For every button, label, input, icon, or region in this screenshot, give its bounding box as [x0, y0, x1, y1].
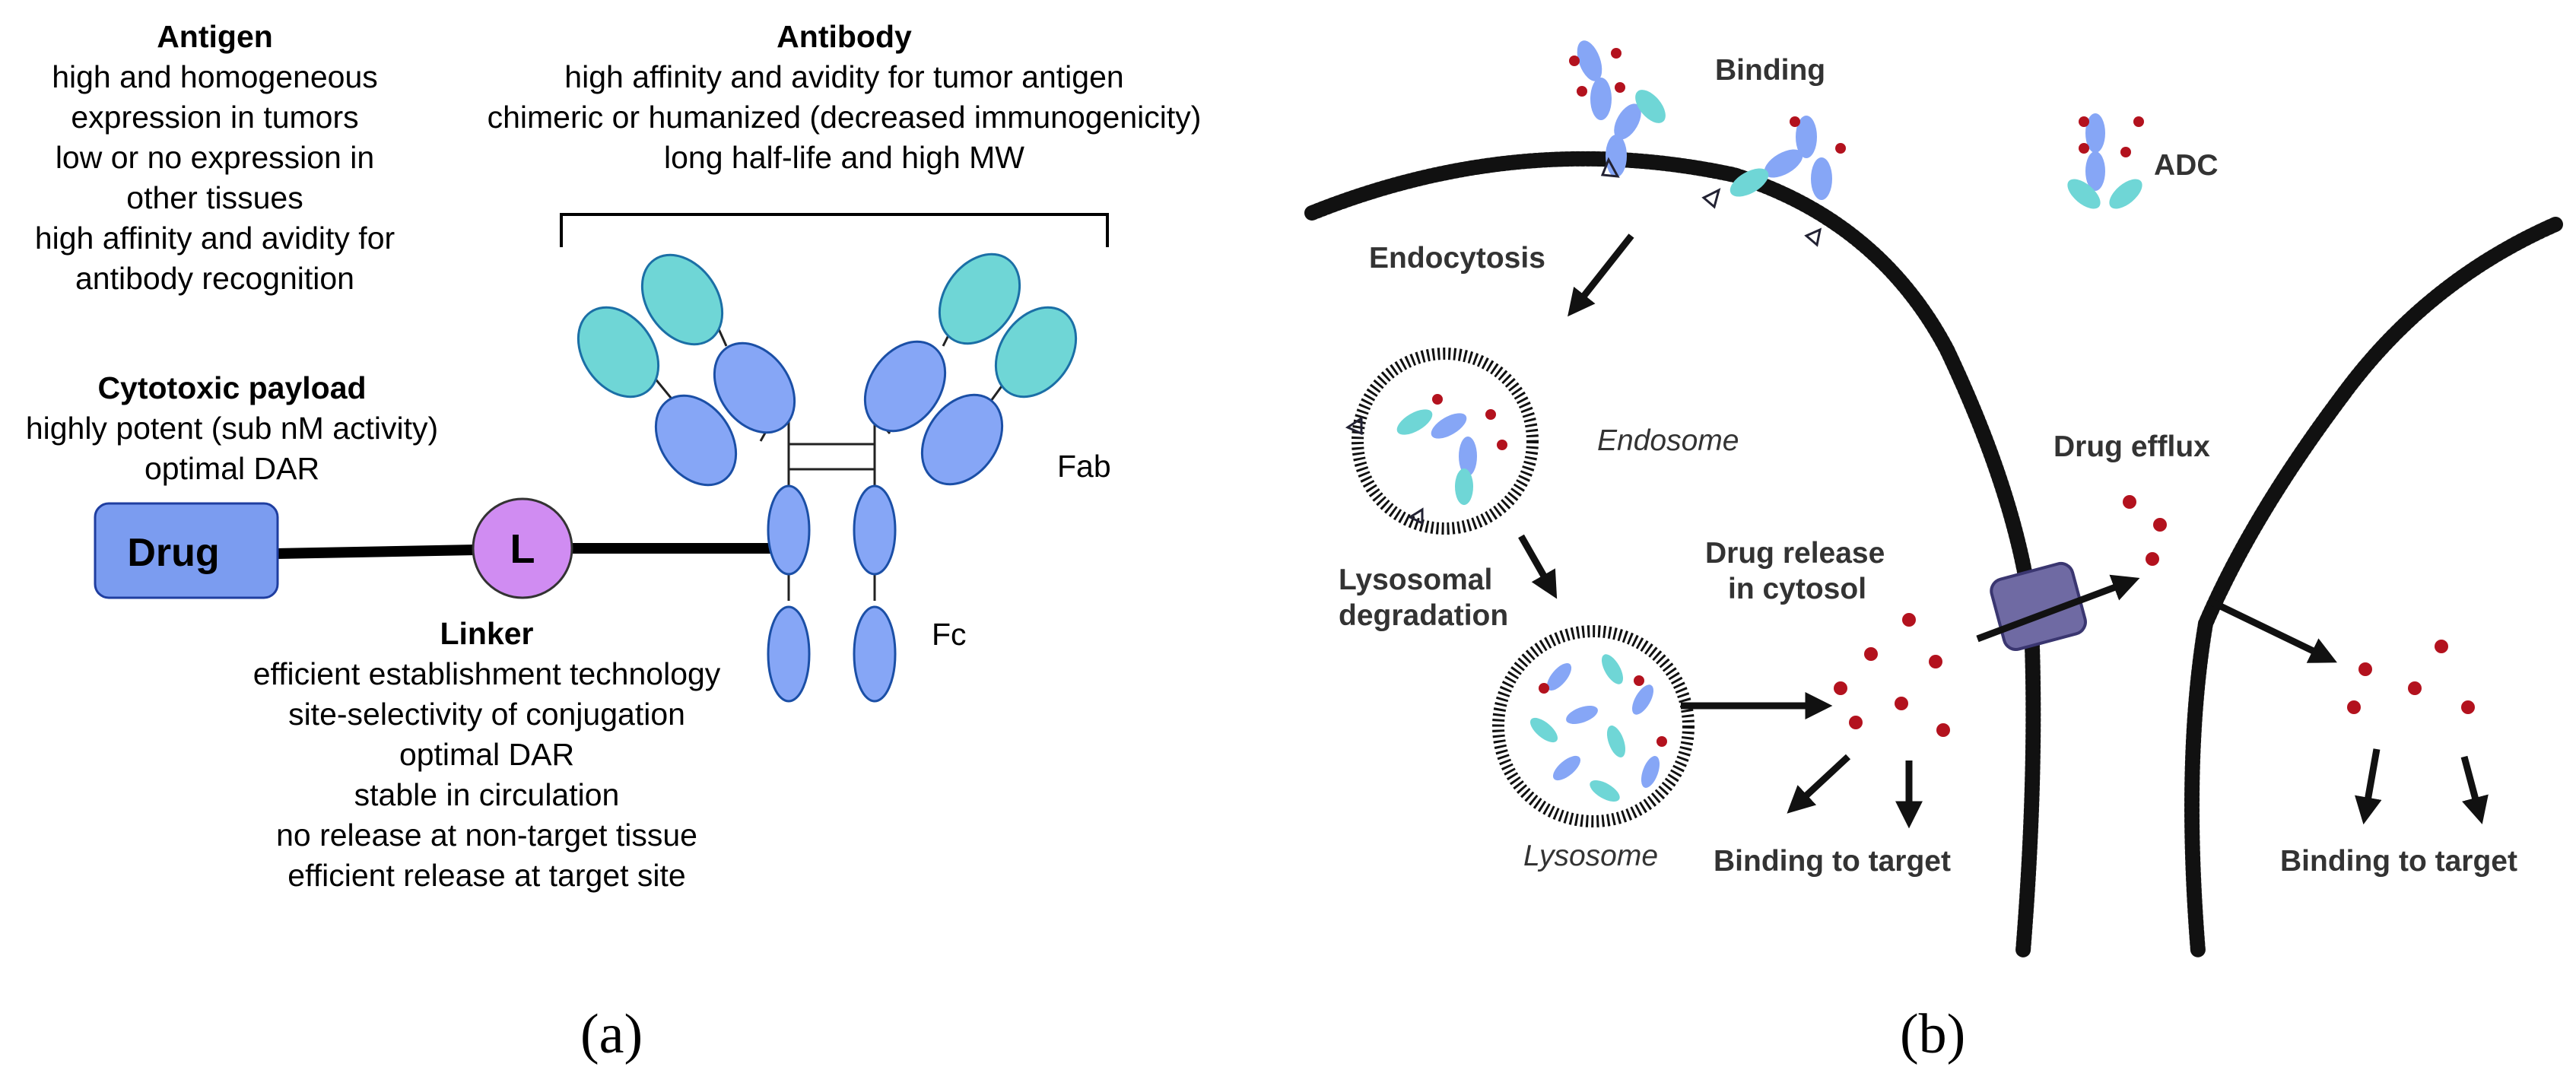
binding-target-right: Binding to target	[2280, 845, 2517, 878]
payload-line: highly potent (sub nM activity)	[25, 411, 439, 446]
adc-molecule-binding-1	[1569, 40, 1666, 178]
linker-title: Linker	[440, 616, 534, 651]
payload-title: Cytotoxic payload	[97, 370, 367, 405]
linker-block: Linker efficient establishment technolog…	[221, 614, 753, 896]
drug-release-label-2: in cytosol	[1728, 573, 1866, 605]
antigen-line: high and homogeneous	[52, 59, 378, 94]
lysosome	[1492, 625, 1695, 827]
antigen-line: high affinity and avidity for	[34, 221, 395, 256]
drug-efflux-label: Drug efflux	[2053, 430, 2210, 463]
antibody-structure	[577, 252, 1078, 703]
antigen-block: Antigen high and homogeneous expression …	[11, 17, 418, 299]
endosome	[1345, 348, 1539, 535]
antibody-line: chimeric or humanized (decreased immunog…	[487, 100, 1202, 135]
antigen-line: low or no expression in	[55, 140, 375, 175]
linker-line: no release at non-target tissue	[276, 818, 697, 853]
free-drug-dots	[1834, 495, 2475, 737]
lysosomal-label-1: Lysosomal	[1339, 564, 1492, 596]
linker-line: site-selectivity of conjugation	[288, 697, 685, 732]
adc-molecule-binding-2	[1701, 116, 1846, 247]
drug-release-label-1: Drug release	[1705, 537, 1885, 570]
linker-symbol: L	[510, 526, 535, 572]
drug-box	[94, 502, 279, 599]
antigen-line: antibody recognition	[75, 261, 354, 296]
endosome-label: Endosome	[1597, 424, 1739, 457]
fab-label: Fab	[1057, 449, 1111, 484]
caption-a: (a)	[580, 1003, 643, 1065]
binding-label: Binding	[1715, 54, 1825, 87]
payload-line: optimal DAR	[144, 451, 320, 486]
antibody-block: Antibody high affinity and avidity for t…	[426, 17, 1263, 178]
fc-label: Fc	[932, 617, 967, 652]
linker-line: efficient establishment technology	[253, 656, 721, 691]
drug-label: Drug	[127, 531, 219, 575]
linker-line: optimal DAR	[399, 737, 575, 772]
linker-line: efficient release at target site	[287, 858, 686, 893]
adc-label: ADC	[2154, 149, 2219, 182]
antibody-line: high affinity and avidity for tumor anti…	[564, 59, 1124, 94]
linker-line: stable in circulation	[354, 777, 620, 812]
adc-legend-icon	[2067, 113, 2144, 209]
lysosome-label: Lysosome	[1523, 840, 1658, 872]
payload-block: Cytotoxic payload highly potent (sub nM …	[4, 368, 460, 489]
antibody-title: Antibody	[777, 19, 912, 54]
antibody-line: long half-life and high MW	[663, 140, 1025, 175]
linker-circle	[472, 497, 573, 599]
pathway-arrows	[1518, 233, 2489, 829]
antigen-line: other tissues	[126, 180, 303, 215]
cell-membrane	[1304, 151, 2563, 958]
lysosomal-label-2: degradation	[1339, 599, 1508, 632]
endocytosis-label: Endocytosis	[1369, 242, 1545, 275]
binding-target-left: Binding to target	[1714, 845, 1951, 878]
antigen-line: expression in tumors	[71, 100, 359, 135]
drug-linker-chain	[275, 543, 776, 559]
antibody-bracket	[560, 213, 1109, 247]
antigen-title: Antigen	[157, 19, 273, 54]
caption-b: (b)	[1900, 1003, 1966, 1065]
